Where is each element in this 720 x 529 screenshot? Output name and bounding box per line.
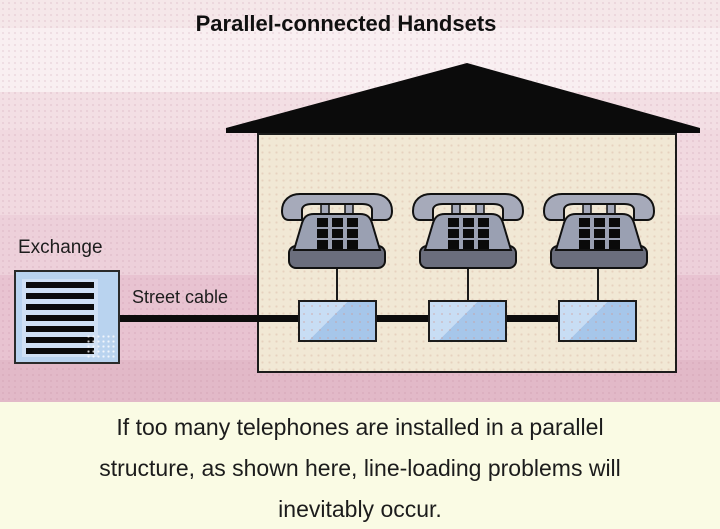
diagram-title: Parallel-connected Handsets — [195, 11, 497, 36]
junction-box-1 — [298, 300, 377, 342]
exchange-slot-bar — [26, 282, 94, 288]
caption-line-1: If too many telephones are installed in … — [116, 414, 604, 440]
telephone-icon-3 — [542, 193, 656, 269]
house-roof — [226, 63, 700, 133]
handset-wire-1 — [336, 266, 338, 302]
junction-box-3 — [558, 300, 637, 342]
telephone-icon-1 — [280, 193, 394, 269]
caption-line-3: inevitably occur. — [278, 496, 442, 522]
junction-box-2 — [428, 300, 507, 342]
street-cable-label: Street cable — [132, 287, 229, 307]
caption-line-2: structure, as shown here, line-loading p… — [99, 455, 621, 481]
handset-wire-3 — [597, 266, 599, 302]
exchange-slot-bar — [26, 304, 94, 310]
caption-area: If too many telephones are installed in … — [0, 402, 720, 529]
exchange-slot-bar — [26, 337, 94, 343]
handset-wire-2 — [467, 266, 469, 302]
exchange-equipment-box — [14, 270, 120, 364]
exchange-panel — [22, 279, 98, 357]
exchange-slot-bar — [26, 326, 94, 332]
exchange-slot-bar — [26, 348, 94, 354]
telephone-icon-2 — [411, 193, 525, 269]
exchange-slot-bar — [26, 315, 94, 321]
exchange-slot-bar — [26, 293, 94, 299]
exchange-label: Exchange — [18, 237, 103, 258]
